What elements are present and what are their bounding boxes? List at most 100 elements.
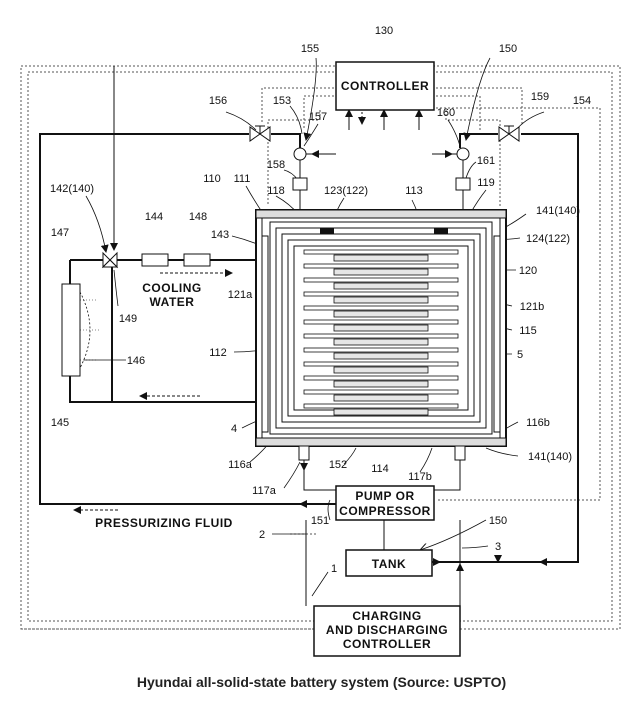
- ref-117a: 117a: [252, 485, 277, 497]
- ref-2: 2: [259, 529, 265, 541]
- cooling-water-label-line1: COOLING: [142, 281, 202, 295]
- battery-cell-stack: [303, 249, 459, 416]
- ref-120: 120: [519, 265, 537, 277]
- cell-plate: [303, 389, 459, 395]
- battery-cell: [333, 352, 429, 360]
- ref-116a: 116a: [228, 459, 253, 471]
- battery-cell: [333, 394, 429, 402]
- cell-plate: [303, 403, 459, 409]
- reference-labels: 130 155 150 156 153 157 160 159 154 158 …: [50, 25, 591, 575]
- cell-plate: [303, 361, 459, 367]
- charging-label-line2: AND DISCHARGING: [326, 623, 448, 637]
- cell-plate: [303, 249, 459, 255]
- ref-157: 157: [309, 111, 327, 123]
- ref-124: 124(122): [526, 233, 570, 245]
- charging-label-line3: CONTROLLER: [343, 637, 431, 651]
- heat-exchanger: [61, 283, 100, 377]
- cell-plate: [303, 319, 459, 325]
- pressurizing-fluid-label: PRESSURIZING FLUID: [95, 516, 233, 530]
- controller-block: CONTROLLER: [335, 61, 435, 111]
- ref-130: 130: [375, 25, 393, 37]
- ref-156: 156: [209, 95, 227, 107]
- sensor-124: [434, 228, 448, 234]
- valve-149: [101, 251, 119, 269]
- ref-3: 3: [495, 541, 501, 553]
- component-144: [141, 253, 169, 267]
- sensor-123: [320, 228, 334, 234]
- cell-plate: [303, 291, 459, 297]
- tank-block: TANK: [345, 549, 433, 577]
- battery-cell: [333, 254, 429, 262]
- ref-117b: 117b: [408, 471, 432, 483]
- ref-112: 112: [209, 347, 227, 359]
- pump-compressor-block: PUMP OR COMPRESSOR: [335, 485, 435, 521]
- battery-cell: [333, 408, 429, 416]
- component-148: [183, 253, 211, 267]
- battery-cell: [333, 324, 429, 332]
- ref-113: 113: [405, 185, 423, 197]
- ref-114: 114: [371, 463, 389, 475]
- ref-152: 152: [329, 459, 347, 471]
- ref-161: 161: [477, 155, 495, 167]
- figure-caption: Hyundai all-solid-state battery system (…: [136, 674, 507, 690]
- charging-label-line1: CHARGING: [352, 609, 421, 623]
- ref-150-bot: 150: [489, 515, 507, 527]
- ref-143: 143: [211, 229, 229, 241]
- ref-150-top: 150: [499, 43, 517, 55]
- ref-151: 151: [311, 515, 329, 527]
- pump-label-line1: PUMP OR: [355, 489, 414, 503]
- controller-label: CONTROLLER: [341, 79, 429, 93]
- sensor-157: [293, 147, 307, 161]
- ref-121b: 121b: [520, 301, 544, 313]
- cell-plate: [303, 333, 459, 339]
- ref-149: 149: [119, 313, 137, 325]
- charging-controller-block: CHARGING AND DISCHARGING CONTROLLER: [313, 605, 461, 657]
- ref-146: 146: [127, 355, 145, 367]
- ref-148: 148: [189, 211, 207, 223]
- pump-label-line2: COMPRESSOR: [339, 504, 431, 518]
- tank-label: TANK: [372, 557, 406, 571]
- ref-144: 144: [145, 211, 163, 223]
- cell-plate: [303, 305, 459, 311]
- valve-159: [498, 125, 520, 142]
- ref-123: 123(122): [324, 185, 368, 197]
- cell-plate: [303, 347, 459, 353]
- cooling-water-label-line2: WATER: [150, 295, 195, 309]
- ref-153: 153: [273, 95, 291, 107]
- ref-5: 5: [517, 349, 523, 361]
- cell-plate: [303, 277, 459, 283]
- ref-147: 147: [51, 227, 69, 239]
- battery-cell: [333, 268, 429, 276]
- ref-145: 145: [51, 417, 69, 429]
- battery-cell: [333, 366, 429, 374]
- ref-110: 110: [203, 173, 221, 185]
- ref-158: 158: [267, 159, 285, 171]
- ref-115: 115: [519, 325, 537, 337]
- cell-plate: [303, 263, 459, 269]
- ref-159: 159: [531, 91, 549, 103]
- block-158: [292, 177, 308, 191]
- ref-116b: 116b: [526, 417, 550, 429]
- battery-cell: [333, 380, 429, 388]
- ref-111: 111: [234, 173, 251, 185]
- ref-141-bot: 141(140): [528, 451, 572, 463]
- battery-system-diagram: CONTROLLER PUMP OR COMPRESSOR TANK CHARG…: [20, 25, 621, 657]
- port-117b: [454, 445, 466, 461]
- ref-118: 118: [267, 185, 285, 197]
- battery-cell: [333, 282, 429, 290]
- ref-1: 1: [331, 563, 337, 575]
- pipes: [39, 133, 579, 563]
- ref-154: 154: [573, 95, 591, 107]
- battery-cell: [333, 310, 429, 318]
- battery-cell: [333, 338, 429, 346]
- ref-160: 160: [437, 107, 455, 119]
- ref-121a: 121a: [228, 289, 253, 301]
- valve-156: [249, 125, 271, 142]
- ref-4: 4: [231, 423, 237, 435]
- ref-119: 119: [477, 177, 495, 189]
- block-161: [455, 177, 471, 191]
- sensor-160: [456, 147, 470, 161]
- battery-cell: [333, 296, 429, 304]
- ref-141-top: 141(140): [536, 205, 580, 217]
- cell-plate: [303, 375, 459, 381]
